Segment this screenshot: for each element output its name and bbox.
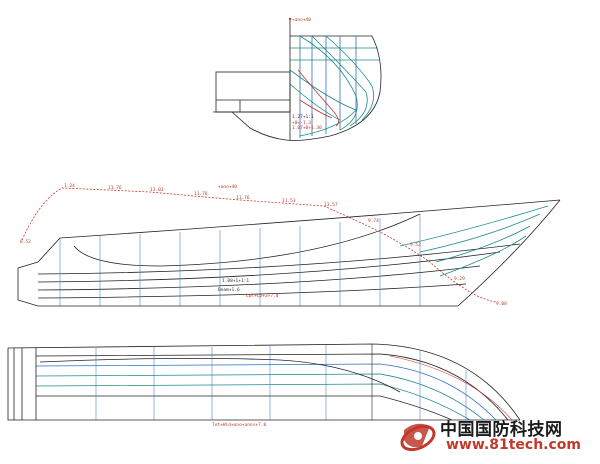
offset-trace <box>21 187 497 303</box>
offset-label-9: 9.53 <box>410 242 421 248</box>
offset-label-0: 8.52 <box>20 239 31 245</box>
offset-label-1: 1.24 <box>64 183 75 189</box>
profile-view <box>17 187 561 307</box>
offset-label-7: 13.57 <box>324 202 338 208</box>
superstructure-outline <box>215 71 291 113</box>
plan-view-label: Tot+Wid+ano+anos+7.0 <box>212 422 266 428</box>
body-plan-label-2: +0+-1.3 <box>292 120 311 126</box>
body-plan-label-3: 1.07+0+1.30 <box>292 125 322 131</box>
offset-label-6: 11.53 <box>282 198 296 204</box>
sheer-line <box>59 199 561 239</box>
offset-label-3: 13.03 <box>150 187 164 193</box>
waterline-label-2: Beam+1.6 <box>218 287 240 293</box>
body-plan <box>213 17 382 141</box>
offset-label-4: 11.76 <box>194 191 208 197</box>
body-plan-top-label: +ano+40 <box>292 17 311 23</box>
deck-outline <box>7 343 521 421</box>
waterline-label-1: 1.08+1+1:1 <box>222 278 249 284</box>
offset-label-11: 9.08 <box>496 301 507 307</box>
site-name: 中国国防科技网 <box>440 420 563 440</box>
offset-label-10: 9.29 <box>454 276 465 282</box>
offset-label-5: 11.76 <box>236 195 250 201</box>
offset-label-2: 11.76 <box>108 185 122 191</box>
offset-label-8: 9.74 <box>368 218 379 224</box>
section-outline <box>285 35 382 141</box>
profile-note: +ano+40 <box>218 184 237 190</box>
site-watermark: 中国国防科技网 www.81tech.com <box>396 414 596 462</box>
stem-line <box>457 199 561 307</box>
waterline-label-3: Lwl+Lp+2+7.0 <box>246 293 279 299</box>
transom <box>17 268 39 307</box>
site-logo-icon <box>400 423 436 452</box>
plan-view <box>7 343 521 421</box>
site-url: www.81tech.com <box>446 437 581 453</box>
body-plan-label-1: 1.27+1:1 <box>292 114 314 120</box>
